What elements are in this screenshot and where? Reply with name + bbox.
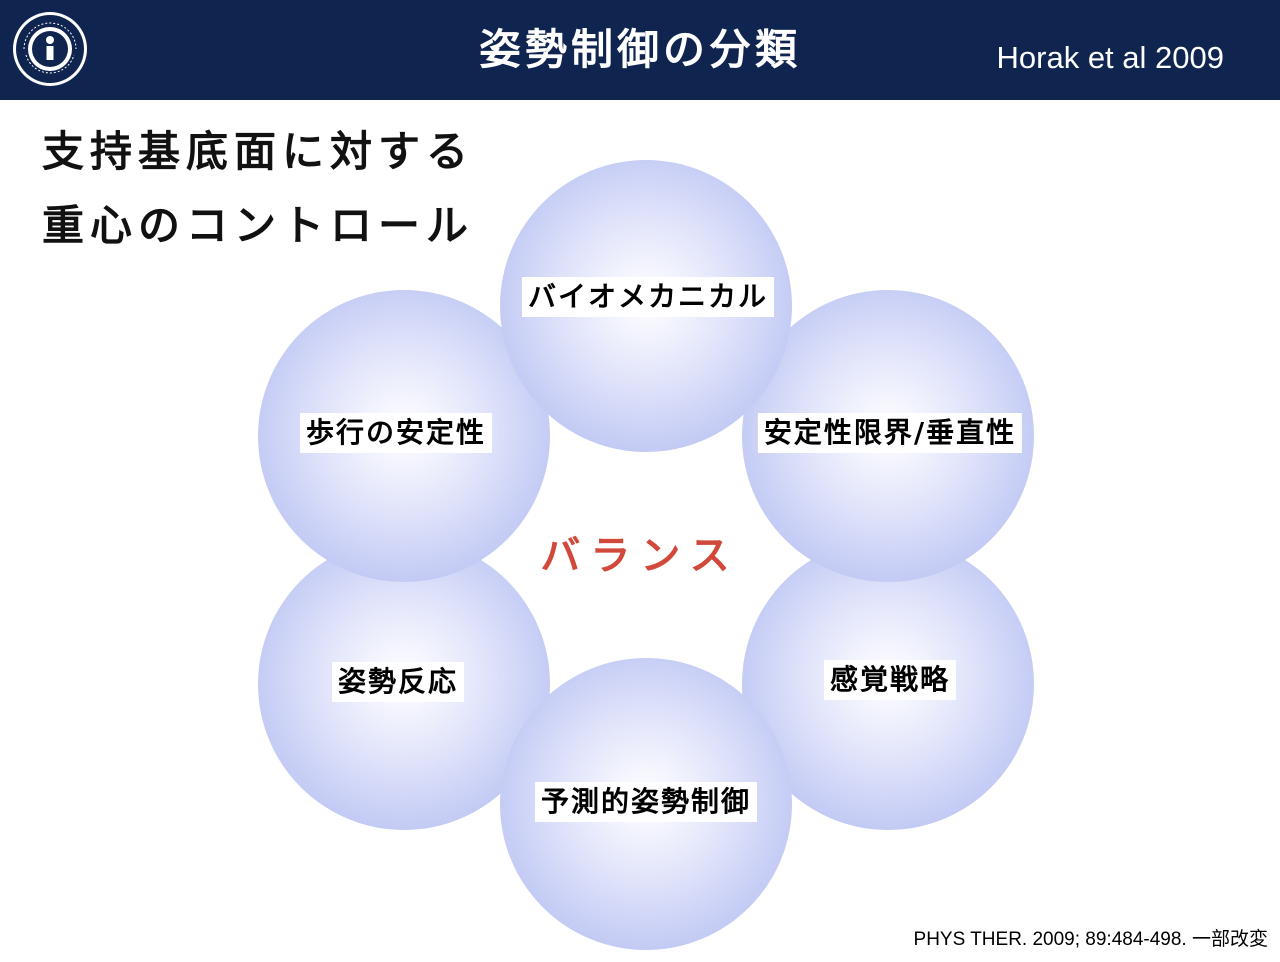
center-label-balance: バランス xyxy=(540,533,740,579)
node-label-sensory-strategy: 感覚戦略 xyxy=(823,660,957,700)
subtitle-line-2: 重心のコントロール xyxy=(42,201,475,250)
node-label-postural-response: 姿勢反応 xyxy=(331,662,465,702)
node-label-anticipatory-control: 予測的姿勢制御 xyxy=(534,782,758,822)
node-label-biomechanical: バイオメカニカル xyxy=(521,277,775,317)
header-bar: 姿勢制御の分類 Horak et al 2009 xyxy=(0,0,1280,100)
page-title: 姿勢制御の分類 xyxy=(478,25,801,74)
reference-footer: PHYS THER. 2009; 89:484-498. 一部改変 xyxy=(913,929,1268,950)
subtitle-line-1: 支持基底面に対する xyxy=(42,127,475,176)
header-citation: Horak et al 2009 xyxy=(996,40,1224,75)
node-label-gait-stability: 歩行の安定性 xyxy=(299,413,493,453)
institute-seal-icon xyxy=(13,12,87,86)
node-label-stability-limits: 安定性限界/垂直性 xyxy=(757,413,1023,453)
